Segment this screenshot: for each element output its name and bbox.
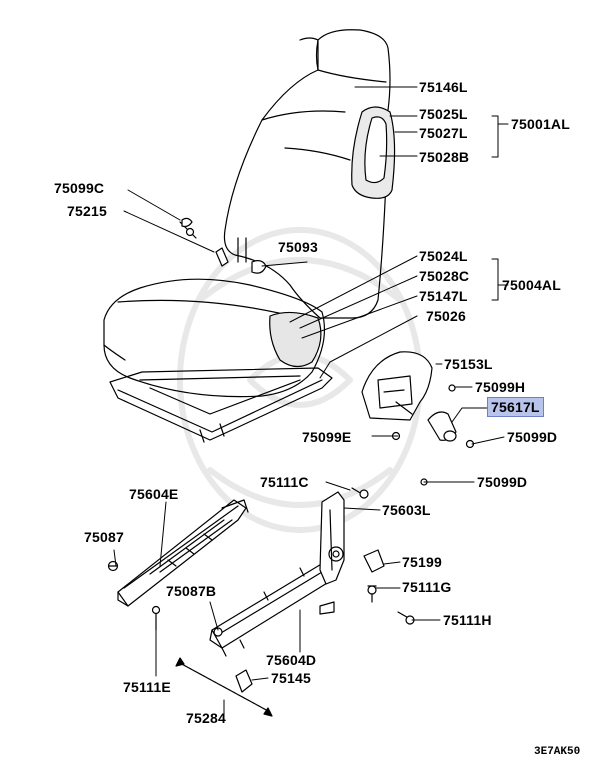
small-screws [185,227,475,499]
headrest-post [237,237,247,263]
part-label-75284[interactable]: 75284 [186,710,226,726]
cushion-side-trim [269,311,322,368]
part-label-75025l[interactable]: 75025L [419,106,468,122]
part-label-75604d[interactable]: 75604D [266,652,317,668]
recliner-knob [427,411,457,442]
part-label-75111c[interactable]: 75111C [260,474,309,490]
part-label-75004al[interactable]: 75004AL [502,277,561,293]
part-label-75617l[interactable]: 75617L [487,397,544,417]
bracket-75199 [363,549,385,573]
part-label-75199[interactable]: 75199 [402,554,442,570]
part-label-75026[interactable]: 75026 [426,308,466,324]
wire-75284 [175,657,273,717]
part-label-75099h[interactable]: 75099H [475,379,526,395]
bolts [151,585,415,637]
diagram-code: 3E7AK50 [534,746,581,758]
part-label-75099c[interactable]: 75099C [54,180,105,196]
part-label-75027l[interactable]: 75027L [419,125,468,141]
part-label-75099d-upper[interactable]: 75099D [507,429,558,445]
part-label-75111e[interactable]: 75111E [123,679,171,695]
part-label-75215[interactable]: 75215 [67,203,107,219]
seat-back [223,29,391,319]
part-label-75001al[interactable]: 75001AL [511,116,570,132]
part-label-75153l[interactable]: 75153L [444,356,493,372]
back-side-trim [351,106,396,199]
part-label-75087b[interactable]: 75087B [166,583,217,599]
part-label-75111g[interactable]: 75111G [402,579,452,595]
part-label-75145[interactable]: 75145 [271,670,311,686]
recliner-arm [319,491,345,615]
part-label-75024l[interactable]: 75024L [419,248,468,264]
part-label-75604e[interactable]: 75604E [129,486,179,502]
part-label-75028b[interactable]: 75028B [419,149,470,165]
side-shield [361,351,433,421]
seat-frame [109,367,333,443]
part-label-75099e[interactable]: 75099E [302,429,352,445]
leader-lines [113,86,509,721]
part-label-75099d-lower[interactable]: 75099D [477,474,528,490]
part-label-75147l[interactable]: 75147L [419,288,468,304]
part-label-75028c[interactable]: 75028C [419,268,470,284]
part-label-75146l[interactable]: 75146L [419,79,468,95]
part-label-75087[interactable]: 75087 [84,529,124,545]
part-label-75093[interactable]: 75093 [278,239,318,255]
cover-75145 [235,669,253,693]
slide-rail-left [117,499,249,607]
part-label-75111h[interactable]: 75111H [443,612,492,628]
part-label-75603l[interactable]: 75603L [382,502,431,518]
